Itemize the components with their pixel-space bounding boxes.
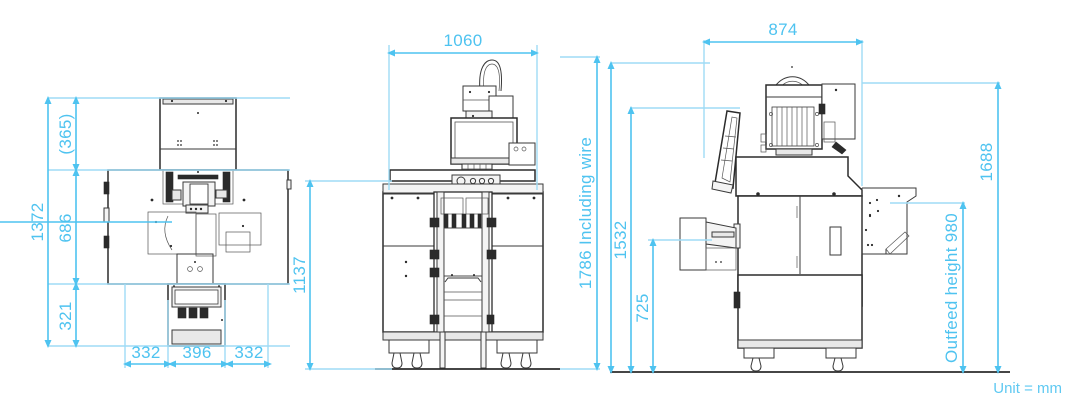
dim-label-outfeed-height-980: Outfeed height 980 <box>942 213 961 363</box>
side-view-extension-lines <box>611 40 1000 241</box>
dimension-1688: 1688 <box>977 81 1002 374</box>
dim-label-332-left: 332 <box>131 343 160 362</box>
dim-label-686: 686 <box>56 213 75 242</box>
dimension-365: (365) <box>56 96 80 172</box>
side-view-machine-geometry <box>610 66 1010 373</box>
dimension-1786-including-wire: 1786 Including wire <box>576 55 601 371</box>
dimension-725: 725 <box>633 238 657 374</box>
dim-label-1137: 1137 <box>290 256 309 294</box>
dimension-1532: 1532 <box>611 106 635 374</box>
dim-label-396-center: 396 <box>182 343 211 362</box>
dimension-1786-side-reference <box>607 61 615 374</box>
dim-label-1372: 1372 <box>28 202 47 241</box>
dimension-874: 874 <box>702 20 864 46</box>
dim-label-321: 321 <box>56 301 75 330</box>
dim-label-874: 874 <box>768 20 797 39</box>
dim-label-1786: 1786 Including wire <box>576 137 595 289</box>
dim-label-332-right: 332 <box>234 343 263 362</box>
dimension-686: 686 <box>56 168 80 286</box>
dim-label-1688: 1688 <box>977 142 996 181</box>
dim-label-365: (365) <box>56 113 75 154</box>
dimension-outfeed-height-980: Outfeed height 980 <box>942 201 967 374</box>
front-view-machine-geometry <box>375 59 560 370</box>
dim-label-725: 725 <box>633 293 652 322</box>
side-view: 874 1532 725 1688 <box>607 20 1010 374</box>
dimension-1060: 1060 <box>387 31 539 57</box>
unit-note: Unit = mm <box>993 380 1062 397</box>
front-view-extension-lines <box>305 45 600 370</box>
dimension-332-right: 332 <box>225 343 272 368</box>
dim-label-1532: 1532 <box>611 220 630 259</box>
dim-label-1060: 1060 <box>443 31 482 50</box>
dimension-1137: 1137 <box>290 179 314 371</box>
dimension-1372: 1372 <box>0 96 172 348</box>
top-view: 1372 (365) 686 321 332 <box>0 96 292 368</box>
front-view: 1060 1137 1786 Including wire <box>290 31 601 371</box>
dimension-321: 321 <box>56 282 80 348</box>
top-view-extension-lines <box>48 97 290 368</box>
